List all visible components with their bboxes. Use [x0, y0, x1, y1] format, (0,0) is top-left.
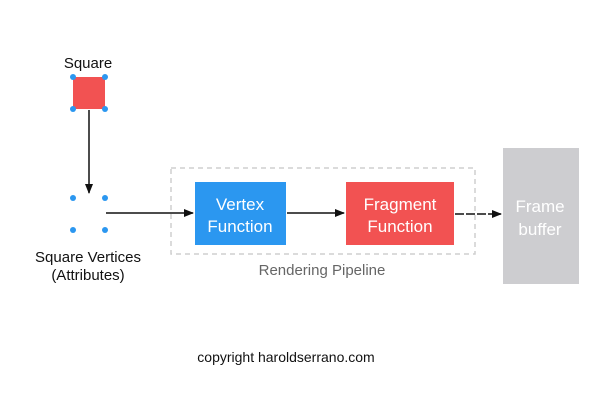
square-rect: [73, 77, 105, 109]
copyright-text: copyright haroldserrano.com: [197, 349, 374, 365]
rendering-pipeline-box: [170, 167, 476, 255]
vertices-label-line1: Square Vertices: [35, 249, 141, 266]
vertex-function-line2: Function: [207, 217, 272, 236]
frame-buffer-line2: buffer: [518, 220, 562, 239]
vertex-dots: [70, 195, 108, 233]
vertex-function-line1: Vertex: [216, 195, 265, 214]
square-shape: [70, 74, 108, 112]
square-handle: [70, 74, 76, 80]
rendering-pipeline-label: Rendering Pipeline: [259, 262, 386, 279]
fragment-function-box: Fragment Function: [346, 182, 454, 245]
frame-buffer-line1: Frame: [515, 197, 564, 216]
fragment-function-line1: Fragment: [364, 195, 437, 214]
square-handle: [70, 106, 76, 112]
vertex-function-rect: [195, 182, 286, 245]
vertex-function-box: Vertex Function: [195, 182, 286, 245]
vertex-dot: [70, 195, 76, 201]
square-label: Square: [64, 55, 112, 72]
vertex-dot: [102, 195, 108, 201]
frame-buffer-rect: [503, 148, 579, 284]
fragment-function-line2: Function: [367, 217, 432, 236]
vertices-label-line2: (Attributes): [51, 267, 124, 284]
frame-buffer-box: Frame buffer: [503, 148, 579, 284]
vertex-dot: [70, 227, 76, 233]
square-handle: [102, 106, 108, 112]
vertex-dot: [102, 227, 108, 233]
square-handle: [102, 74, 108, 80]
fragment-function-rect: [346, 182, 454, 245]
